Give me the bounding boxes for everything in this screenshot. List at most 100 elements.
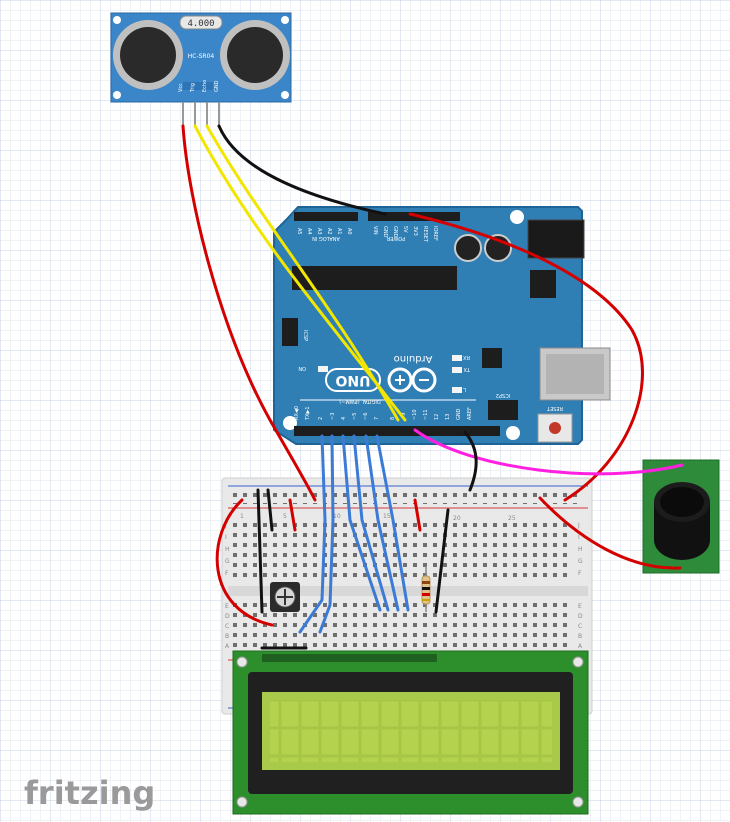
pin-a3: A3 xyxy=(316,228,322,235)
arduino-silkscreen: UNO Arduino ANALOG IN POWER DIGITAL (PWM… xyxy=(294,226,563,421)
sensor-pin-echo: Echo xyxy=(202,80,208,92)
bb-row-a-right: A xyxy=(578,643,583,650)
wire-red-rail-right xyxy=(413,498,422,532)
icsp-label: ICSP xyxy=(302,330,308,341)
bb-row-h-right: H xyxy=(578,546,583,553)
pin-a5: A5 xyxy=(296,228,302,235)
pin-a4: A4 xyxy=(306,228,312,235)
arduino-uno xyxy=(273,206,611,445)
pin-d0: RX◀0 xyxy=(294,406,300,420)
pin-a2: A2 xyxy=(326,228,332,235)
bb-row-h: H xyxy=(225,546,230,553)
wire-red-pot-loop xyxy=(215,498,274,627)
pin-a0: A0 xyxy=(346,228,352,235)
pin-gnd-1: GND xyxy=(382,226,388,238)
pin-d5: ~5 xyxy=(352,413,358,420)
pin-ioref: IOREF xyxy=(432,226,438,241)
pin-a1: A1 xyxy=(336,228,342,235)
bb-row-i-right: I xyxy=(578,534,580,541)
fritzing-wordmark: fritzing xyxy=(24,774,155,812)
pin-d4: 4 xyxy=(341,417,347,420)
wire-black-sensor-gnd xyxy=(217,124,387,216)
bb-col-15: 15 xyxy=(383,513,391,520)
bb-row-b-right: B xyxy=(578,633,582,640)
pin-d7: 7 xyxy=(374,417,380,420)
pin-d10: ~10 xyxy=(412,409,418,420)
wire-blue-d4 xyxy=(341,434,382,612)
bb-row-g: G xyxy=(225,558,230,565)
pin-d12: 12 xyxy=(434,414,440,420)
pin-vin: VIN xyxy=(372,226,378,235)
bb-col-5: 5 xyxy=(283,513,287,520)
buzzer xyxy=(642,459,720,574)
pin-d8: 8 xyxy=(390,417,396,420)
digital-header-label: DIGITAL (PWM~) xyxy=(339,398,381,404)
sensor-pin-gnd: GND xyxy=(214,80,220,92)
wire-magenta-buzzer xyxy=(413,428,684,476)
bb-col-10: 10 xyxy=(333,513,341,520)
wire-red-5v-rail xyxy=(408,212,644,502)
wire-black-rail-right xyxy=(434,508,450,614)
bb-row-d: D xyxy=(225,613,230,620)
bb-col-1: 1 xyxy=(240,513,244,520)
bb-row-i: I xyxy=(225,534,227,541)
pin-d3: ~3 xyxy=(330,413,336,420)
pin-aref: AREF xyxy=(467,407,473,420)
wire-red-rail-short xyxy=(288,498,297,532)
bb-row-b: B xyxy=(225,633,229,640)
bb-row-e: E xyxy=(225,603,229,610)
wire-blue-d2 xyxy=(298,434,327,634)
bb-row-j-right: J xyxy=(577,522,580,529)
pin-d6: ~6 xyxy=(363,413,369,420)
bb-row-f: F xyxy=(225,570,229,577)
bb-col-20: 20 xyxy=(453,515,461,522)
ultrasonic-sensor xyxy=(110,12,292,103)
pin-3v3: 3V3 xyxy=(412,226,418,236)
pin-d11: ~11 xyxy=(423,409,429,420)
on-label: ON xyxy=(298,365,306,371)
resistor xyxy=(421,566,431,612)
reset-label: RESET xyxy=(546,405,563,411)
pin-reset: RESET xyxy=(422,226,428,243)
lcd-module xyxy=(232,650,589,815)
arduino-logo-text: UNO xyxy=(335,372,370,388)
bb-row-c-right: C xyxy=(578,623,582,630)
sensor-pin-vcc: Vcc xyxy=(178,83,184,92)
l-label: L xyxy=(463,386,466,392)
bb-row-f-right: F xyxy=(578,570,582,577)
tx-label: TX xyxy=(463,366,471,372)
sensor-model-label: HC-SR04 xyxy=(188,53,215,60)
wire-black-rail-1 xyxy=(256,488,264,614)
bb-row-e-right: E xyxy=(578,603,582,610)
arduino-brand: Arduino xyxy=(394,353,433,364)
analog-header-label: ANALOG IN xyxy=(312,235,340,241)
wire-yellow-sensor-echo xyxy=(205,124,400,422)
sensor-pin-legs xyxy=(182,102,220,126)
wire-black-gnd-breadboard xyxy=(463,430,478,492)
wire-blue-d3 xyxy=(318,434,335,634)
bb-row-a: A xyxy=(225,643,230,650)
rx-label: RX xyxy=(463,354,470,360)
sensor-crystal-label: 4.000 xyxy=(187,19,214,29)
bb-col-25: 25 xyxy=(508,515,516,522)
bb-row-d-right: D xyxy=(578,613,583,620)
pin-d2: 2 xyxy=(318,417,324,420)
pin-gnd-2: GND xyxy=(392,226,398,238)
wire-blue-d7 xyxy=(375,434,410,612)
power-header-label: POWER xyxy=(386,235,405,241)
pin-gnd-digital: GND xyxy=(456,408,462,420)
wire-blue-d6 xyxy=(364,434,400,612)
bb-row-c: C xyxy=(225,623,229,630)
wire-red-buzzer-ground xyxy=(538,496,682,570)
bb-row-g-right: G xyxy=(578,558,583,565)
sensor-pin-trig: Trig xyxy=(190,83,196,93)
pin-d1: TX▶1 xyxy=(305,406,311,421)
icsp2-label: ICSP2 xyxy=(496,392,510,398)
pin-5v: 5V xyxy=(402,226,408,233)
wire-blue-d5 xyxy=(352,434,390,612)
potentiometer xyxy=(270,582,300,612)
wire-red-sensor-vcc xyxy=(181,124,317,502)
wire-black-rail-2 xyxy=(266,488,274,532)
pin-d13: 13 xyxy=(445,414,451,420)
